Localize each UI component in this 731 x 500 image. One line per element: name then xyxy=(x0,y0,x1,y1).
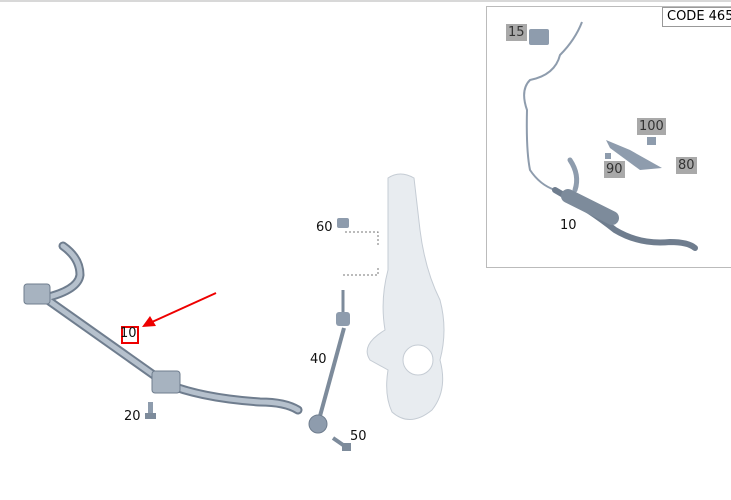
inset-label-100[interactable]: 100 xyxy=(637,118,666,135)
label-50[interactable]: 50 xyxy=(350,429,367,444)
inset-label-15[interactable]: 15 xyxy=(506,24,527,41)
selected-highlight xyxy=(121,326,139,344)
bolt-20[interactable] xyxy=(145,402,156,419)
inset-label-10[interactable]: 10 xyxy=(560,218,577,233)
pointer-arrow xyxy=(142,292,217,327)
top-border xyxy=(0,0,731,2)
code-label: CODE 465 xyxy=(662,7,731,27)
inset-panel xyxy=(486,6,731,268)
bolt-50[interactable] xyxy=(331,436,351,451)
leader-lines xyxy=(343,231,379,276)
inset-label-90[interactable]: 90 xyxy=(604,161,625,178)
inset-illustration xyxy=(523,21,698,251)
stabilizer-link-40[interactable] xyxy=(308,290,350,434)
stabilizer-bar[interactable] xyxy=(23,241,303,415)
label-20[interactable]: 20 xyxy=(124,409,141,424)
label-40[interactable]: 40 xyxy=(310,352,327,367)
inset-label-80[interactable]: 80 xyxy=(676,157,697,174)
label-60[interactable]: 60 xyxy=(316,220,333,235)
nut-60[interactable] xyxy=(337,218,349,228)
label-10[interactable]: 10 xyxy=(120,326,137,341)
steering-knuckle xyxy=(366,173,445,420)
